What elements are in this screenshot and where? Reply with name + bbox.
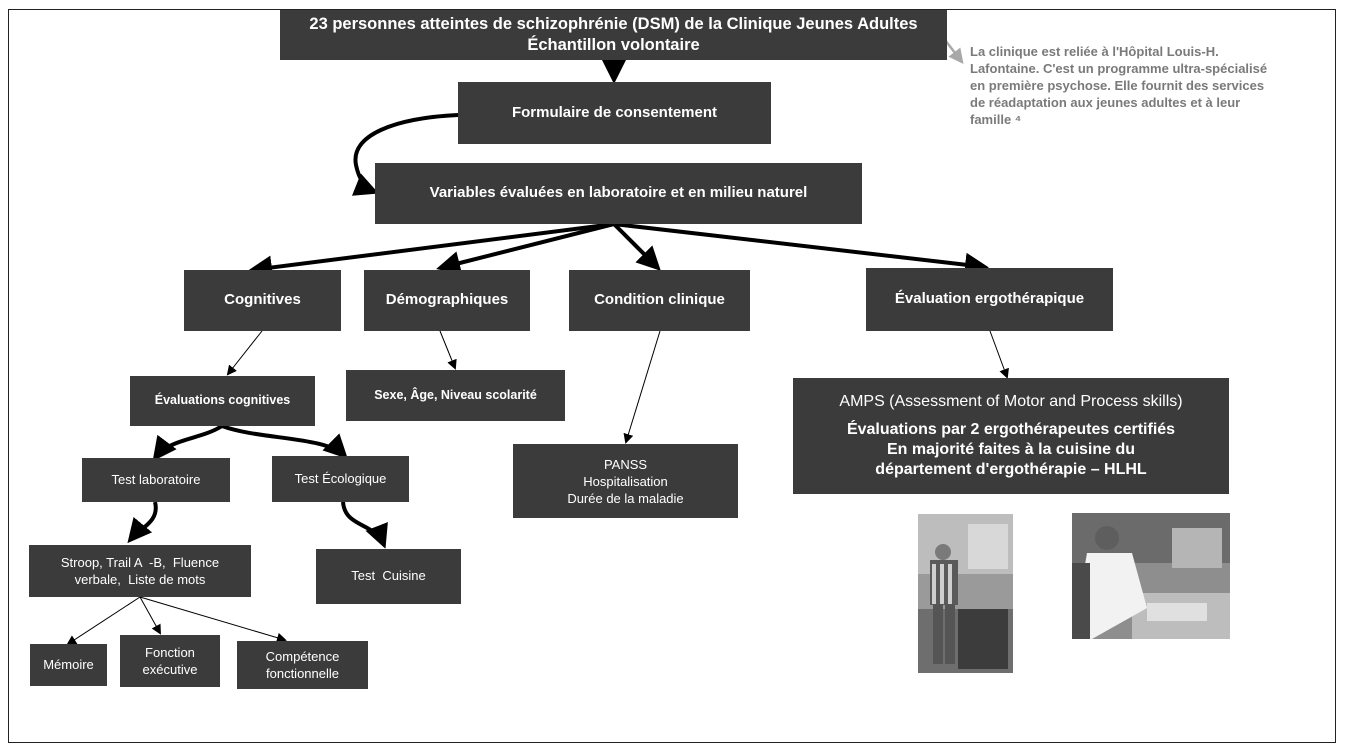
- variables-label: Variables évaluées en laboratoire et en …: [429, 184, 808, 202]
- ergo-box: Évaluation ergothérapique: [866, 268, 1113, 331]
- cognitives-box: Cognitives: [184, 270, 341, 331]
- test-lab-label: Test laboratoire: [111, 471, 201, 487]
- eval-cognitives-box: Évaluations cognitives: [130, 376, 315, 426]
- title-line-1: 23 personnes atteintes de schizophrénie …: [309, 15, 918, 34]
- kitchen-photo-left-image: [918, 514, 1013, 673]
- kitchen-photo-left: [918, 514, 1013, 673]
- clinique-detail-hospitalisation: Hospitalisation: [583, 473, 668, 489]
- amps-line-4: département d'ergothérapie – HLHL: [875, 461, 1147, 478]
- competence-line-2: fonctionnelle: [266, 666, 339, 681]
- demo-details-label: Sexe, Âge, Niveau scolarité: [374, 387, 537, 402]
- competence-line-1: Compétence: [265, 649, 340, 664]
- test-lab-box: Test laboratoire: [82, 458, 230, 502]
- clinique-detail-duree: Durée de la maladie: [567, 490, 684, 506]
- kitchen-photo-right: [1072, 513, 1230, 639]
- title-box: 23 personnes atteintes de schizophrénie …: [280, 10, 947, 60]
- clinique-details-box: PANSS Hospitalisation Durée de la maladi…: [513, 444, 738, 518]
- slide-frame: [8, 9, 1336, 743]
- clinique-box: Condition clinique: [569, 270, 750, 331]
- ergo-label: Évaluation ergothérapique: [894, 290, 1085, 308]
- amps-box: AMPS (Assessment of Motor and Process sk…: [793, 378, 1229, 494]
- test-eco-box: Test Écologique: [272, 456, 409, 502]
- consent-label: Formulaire de consentement: [511, 103, 718, 121]
- cognitives-label: Cognitives: [224, 291, 301, 309]
- clinic-note: La clinique est reliée à l'Hôpital Louis…: [970, 44, 1268, 127]
- fonction-box: Fonction exécutive: [120, 635, 220, 687]
- clinique-label: Condition clinique: [594, 291, 725, 309]
- amps-line-1: AMPS (Assessment of Motor and Process sk…: [839, 393, 1183, 410]
- memoire-box: Mémoire: [30, 644, 107, 686]
- lab-tests-box: Stroop, Trail A -B, Fluence verbale, Lis…: [29, 545, 251, 597]
- test-cuisine-box: Test Cuisine: [316, 549, 461, 604]
- lab-tests-line-1: Stroop, Trail A -B, Fluence: [60, 555, 220, 570]
- amps-line-3: En majorité faites à la cuisine du: [886, 441, 1136, 458]
- fonction-line-2: exécutive: [142, 662, 198, 677]
- test-cuisine-label: Test Cuisine: [351, 568, 426, 584]
- memoire-label: Mémoire: [43, 656, 94, 672]
- lab-tests-line-2: verbale, Liste de mots: [74, 572, 206, 587]
- demographiques-box: Démographiques: [364, 270, 530, 331]
- fonction-line-1: Fonction: [145, 645, 195, 660]
- demo-details-box: Sexe, Âge, Niveau scolarité: [346, 370, 565, 421]
- consent-box: Formulaire de consentement: [458, 82, 771, 144]
- variables-box: Variables évaluées en laboratoire et en …: [375, 163, 862, 224]
- competence-box: Compétence fonctionnelle: [237, 641, 368, 689]
- amps-line-2: Évaluations par 2 ergothérapeutes certif…: [846, 421, 1176, 438]
- kitchen-photo-right-image: [1072, 513, 1230, 639]
- title-line-2: Échantillon volontaire: [527, 36, 700, 54]
- clinique-detail-panss: PANSS: [603, 456, 648, 472]
- demographiques-label: Démographiques: [385, 291, 509, 309]
- test-eco-label: Test Écologique: [294, 470, 387, 486]
- eval-cognitives-label: Évaluations cognitives: [154, 393, 291, 408]
